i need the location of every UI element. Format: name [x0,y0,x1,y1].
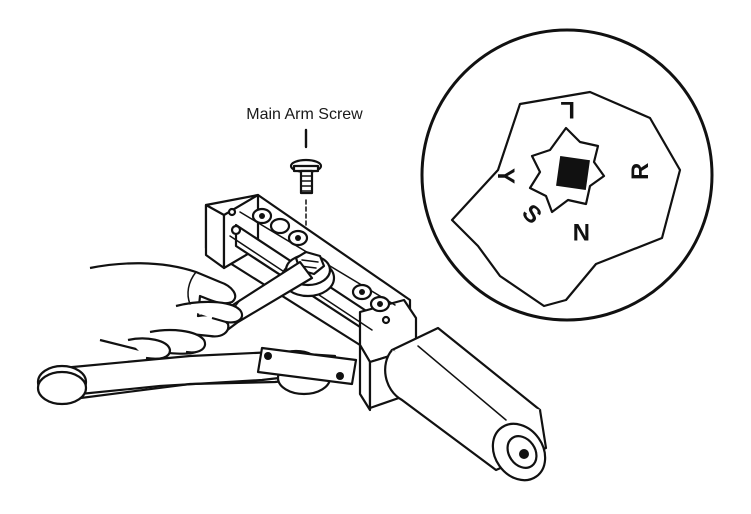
tool-assembly [36,193,548,482]
extension-arm [36,346,358,406]
dial-square-drive [556,156,590,190]
main-arm-screw-callout [289,128,323,233]
dial-letter-top: L [560,96,575,123]
main-arm-screw-label: Main Arm Screw [246,106,363,123]
technician-hands [89,262,244,360]
dial-detail-inset: L R N Y S [420,28,714,322]
main-arm-screw [289,158,323,195]
handle-cylinder [384,326,548,482]
dial-letter-bottom: N [573,218,590,245]
dial-letter-left: Y [492,168,519,184]
dial-letter-right: R [627,163,654,180]
frame-fasteners [251,207,391,313]
